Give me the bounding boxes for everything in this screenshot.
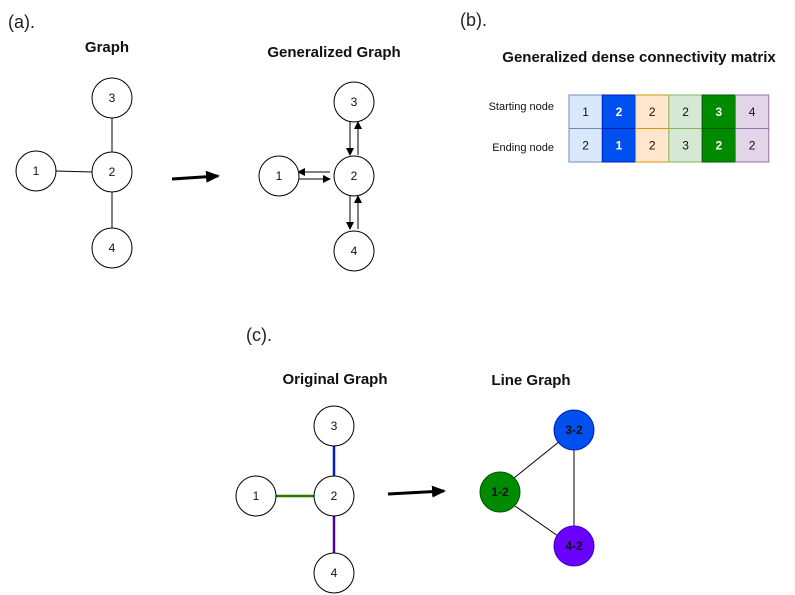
panel-c-label: (c). (246, 325, 272, 345)
svg-text:2: 2 (109, 165, 116, 179)
matrix-cell-start-1 (568, 94, 603, 129)
graph-node-1: 1 (15, 150, 57, 192)
transform-arrow-c (387, 485, 446, 498)
matrix-value-start-1: 1 (582, 105, 589, 119)
line-graph-title: Line Graph (491, 372, 570, 389)
matrix-cell-end-6 (735, 128, 770, 163)
svg-text:4: 4 (331, 566, 338, 580)
row-label-ending: Ending node (492, 142, 554, 154)
graph-node-2: 2 (91, 151, 133, 193)
orig-node-4: 4 (313, 552, 355, 594)
generalized-graph-title: Generalized Graph (267, 44, 400, 61)
gen-node-2: 2 (333, 155, 375, 197)
svg-text:1: 1 (276, 169, 283, 183)
svg-text:4: 4 (109, 241, 116, 255)
svg-text:2: 2 (351, 169, 358, 183)
orig-node-2: 2 (313, 475, 355, 517)
matrix-value-end-6: 2 (749, 138, 756, 152)
matrix-value-end-2: 1 (616, 138, 623, 152)
graph-node-4: 4 (91, 227, 133, 269)
orig-node-3: 3 (313, 405, 355, 447)
matrix-value-end-5: 2 (716, 138, 723, 152)
gen-node-4: 4 (333, 230, 375, 272)
svg-text:3: 3 (109, 91, 116, 105)
line-edge-12-32 (513, 440, 561, 479)
svg-text:4: 4 (351, 244, 358, 258)
line-node-1-2: 1-2 (479, 471, 521, 513)
matrix-value-start-5: 3 (716, 105, 723, 119)
svg-text:1: 1 (253, 489, 260, 503)
matrix-cell-start-6 (735, 94, 770, 129)
svg-text:2: 2 (331, 489, 338, 503)
matrix-cell-end-5 (701, 128, 737, 163)
panel-b-label: (b). (460, 10, 487, 30)
matrix-cell-start-2 (601, 94, 637, 129)
gen-node-3: 3 (333, 81, 375, 123)
matrix-cell-start-4 (668, 94, 703, 129)
matrix-value-start-3: 2 (649, 105, 656, 119)
svg-text:4-2: 4-2 (565, 539, 583, 553)
svg-text:1: 1 (33, 164, 40, 178)
svg-text:3: 3 (351, 95, 358, 109)
transform-arrow-a (171, 170, 220, 183)
matrix-cell-end-2 (601, 128, 637, 163)
svg-text:1-2: 1-2 (491, 485, 509, 499)
original-graph-title: Original Graph (282, 371, 387, 388)
gen-node-1: 1 (258, 155, 300, 197)
matrix-value-start-2: 2 (616, 105, 623, 119)
matrix-value-start-6: 4 (749, 105, 756, 119)
line-node-4-2: 4-2 (553, 525, 595, 567)
panel-a-label: (a). (8, 12, 35, 32)
matrix-value-end-1: 2 (582, 138, 589, 152)
row-label-starting: Starting node (489, 101, 554, 113)
matrix-value-end-4: 3 (682, 138, 689, 152)
graph-edge-1-2 (55, 170, 93, 173)
line-node-3-2: 3-2 (553, 409, 595, 451)
line-edge-12-42 (514, 505, 559, 537)
graph-title: Graph (85, 39, 129, 56)
matrix-cell-end-1 (568, 128, 603, 163)
svg-text:3: 3 (331, 419, 338, 433)
matrix-value-end-3: 2 (649, 138, 656, 152)
svg-text:3-2: 3-2 (565, 423, 583, 437)
graph-node-3: 3 (91, 77, 133, 119)
orig-node-1: 1 (235, 475, 277, 517)
matrix-title: Generalized dense connectivity matrix (502, 49, 776, 66)
matrix-value-start-4: 2 (682, 105, 689, 119)
connectivity-matrix: 1 2 2 2 3 4 2 1 2 3 2 2 (568, 94, 770, 163)
